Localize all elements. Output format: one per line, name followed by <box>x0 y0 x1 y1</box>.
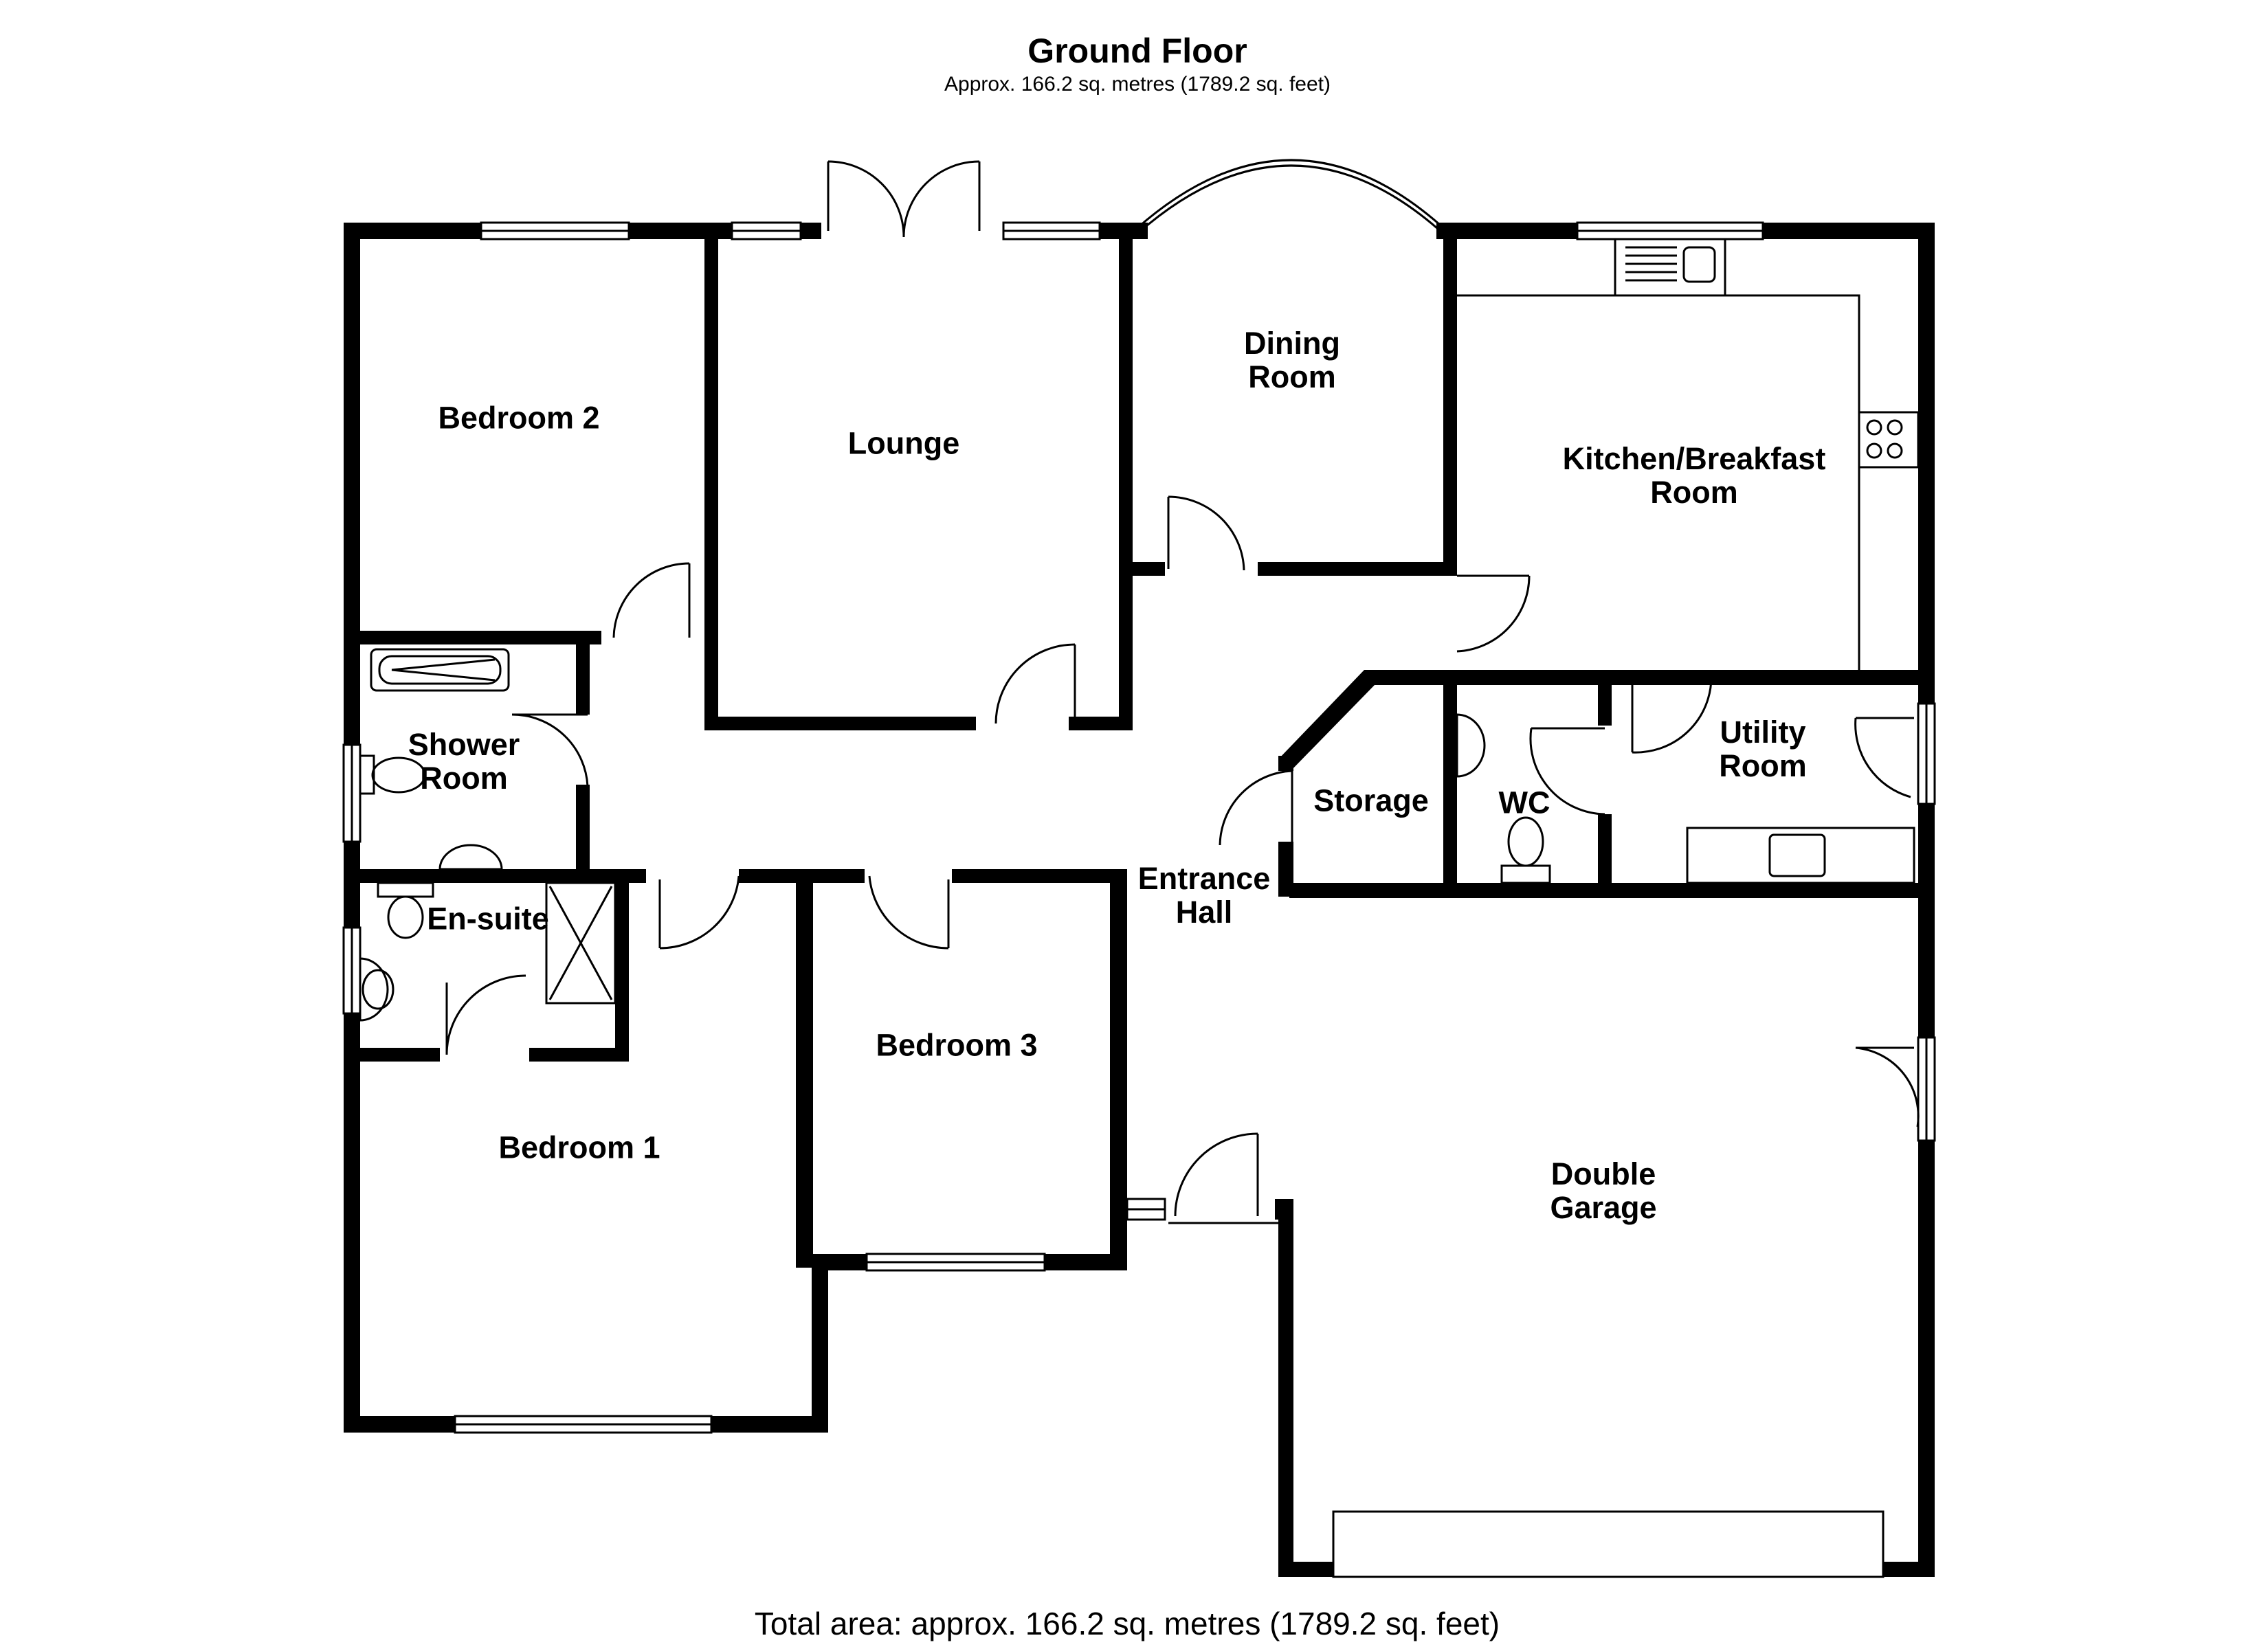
room-label-en-suite: En-suite <box>427 901 549 936</box>
room-label-bedroom-2: Bedroom 2 <box>438 400 600 436</box>
floor-area-subtitle: Approx. 166.2 sq. metres (1789.2 sq. fee… <box>944 73 1331 96</box>
doors <box>445 159 1920 1224</box>
walls <box>344 223 1935 1577</box>
room-label-bedroom-1: Bedroom 1 <box>498 1130 660 1165</box>
total-area-footer: Total area: approx. 166.2 sq. metres (17… <box>754 1606 1500 1641</box>
windows <box>342 221 1936 1578</box>
fixtures <box>359 238 1920 1022</box>
room-label-bedroom-3: Bedroom 3 <box>876 1027 1038 1063</box>
room-label-lounge: Lounge <box>847 425 960 461</box>
floor-title: Ground Floor <box>1027 32 1247 70</box>
room-label-wc: WC <box>1498 785 1550 820</box>
room-label-storage: Storage <box>1313 783 1429 818</box>
